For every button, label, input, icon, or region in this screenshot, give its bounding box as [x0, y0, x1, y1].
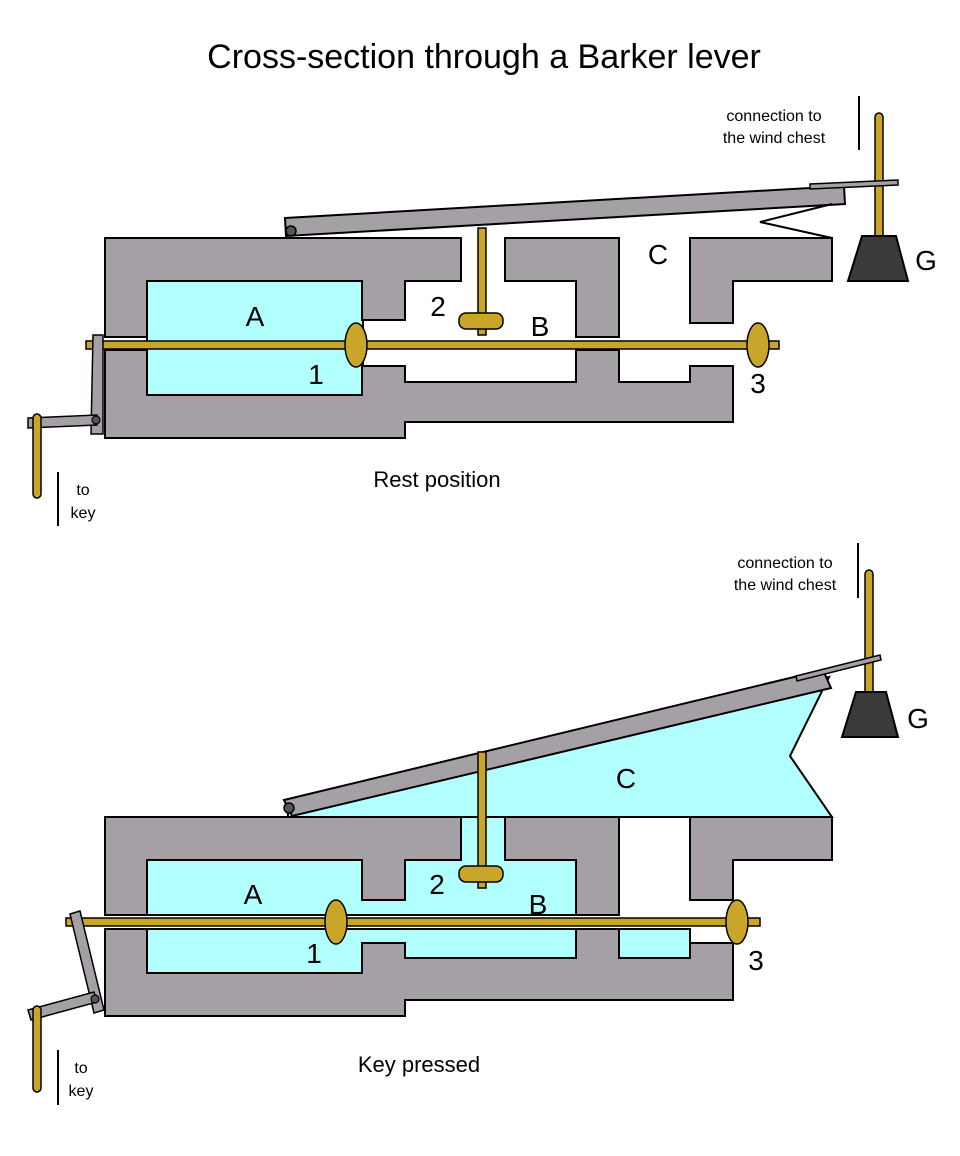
- key-label-1: to: [76, 482, 89, 499]
- valve-2-disc: [458, 312, 504, 330]
- bellows-fold: [759, 203, 833, 239]
- label-2: 2: [430, 291, 446, 322]
- caption-rest: Rest position: [373, 467, 500, 492]
- housing-lower: [104, 928, 734, 1017]
- panel-rest: A B C G 1 2 3 connection to the wind che…: [27, 96, 937, 526]
- key-link-vertical: [90, 334, 104, 435]
- chamber-a-air: [146, 280, 364, 396]
- label-g: G: [907, 703, 929, 734]
- housing-middle: [504, 816, 620, 916]
- caption-pressed: Key pressed: [358, 1052, 480, 1077]
- label-1: 1: [306, 938, 322, 969]
- key-link-pivot: [91, 415, 101, 425]
- key-rod: [32, 1005, 42, 1093]
- wind-chest-label-2: the wind chest: [734, 577, 837, 594]
- wind-chest-bar: [795, 654, 882, 682]
- label-3: 3: [748, 945, 764, 976]
- bellows-hinge: [283, 802, 295, 814]
- housing-upper: [104, 816, 462, 916]
- wind-chest-rod: [874, 112, 884, 244]
- label-3: 3: [750, 368, 766, 399]
- diagram-title: Cross-section through a Barker lever: [207, 38, 761, 76]
- wind-chest-bar: [809, 179, 899, 190]
- label-2: 2: [429, 869, 445, 900]
- valve-1: [324, 899, 348, 945]
- valve-2-stem: [477, 751, 487, 889]
- label-c: C: [616, 763, 636, 794]
- key-label-2: key: [71, 505, 96, 522]
- wind-chest-label-1: connection to: [726, 108, 821, 125]
- bellows-hinge: [285, 225, 297, 237]
- valve-1: [344, 322, 368, 368]
- wind-chest-label-2: the wind chest: [723, 130, 826, 147]
- label-1: 1: [308, 359, 324, 390]
- panel-pressed: A B C G 1 2 3 connection to the wind che…: [27, 543, 929, 1105]
- valve-3: [725, 899, 749, 945]
- key-rod: [32, 413, 42, 499]
- label-a: A: [244, 879, 263, 910]
- label-g: G: [915, 245, 937, 276]
- main-rod: [85, 340, 780, 350]
- label-c: C: [648, 239, 668, 270]
- key-link-arm: [27, 414, 98, 429]
- weight-g: [840, 691, 900, 738]
- weight-g: [846, 235, 910, 282]
- bellows-plate: [283, 184, 847, 238]
- label-b: B: [529, 889, 548, 920]
- key-label-1: to: [74, 1060, 87, 1077]
- key-link-pivot: [90, 994, 100, 1004]
- valve-3: [746, 322, 770, 368]
- housing-middle: [504, 237, 620, 338]
- valve-2-disc: [458, 865, 504, 883]
- label-a: A: [246, 301, 265, 332]
- label-b: B: [531, 311, 550, 342]
- housing-right: [689, 816, 833, 901]
- housing-upper: [104, 237, 462, 338]
- housing-right: [689, 237, 833, 324]
- key-link-vertical: [69, 910, 105, 1014]
- wind-chest-rod: [864, 569, 874, 701]
- key-label-2: key: [69, 1083, 94, 1100]
- valve-2-stem: [477, 227, 487, 336]
- housing-lower: [104, 349, 734, 439]
- main-rod: [65, 917, 761, 927]
- wind-chest-label-1: connection to: [737, 555, 832, 572]
